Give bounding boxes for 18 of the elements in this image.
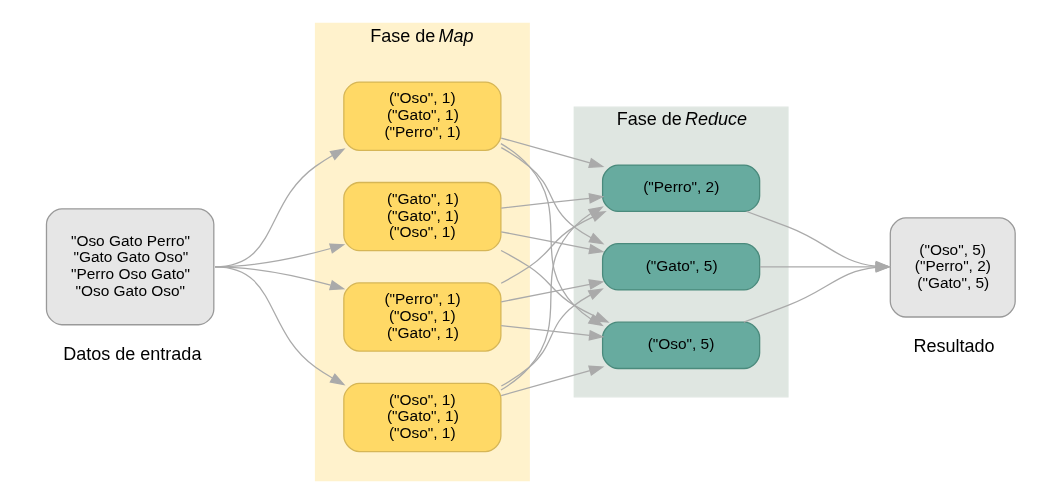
arrow [500, 137, 604, 169]
arrow [213, 266, 345, 386]
node-label: Resultado [912, 336, 995, 357]
arrow [500, 231, 604, 255]
node-box: ("Perro", 2) [601, 164, 760, 213]
node-box: ("Oso", 5) [601, 321, 760, 370]
arrow [500, 324, 604, 341]
arrow [500, 192, 604, 209]
node-label: Datos de entrada [62, 343, 201, 364]
arrow [500, 147, 604, 245]
node-box: ("Gato", 1) ("Gato", 1) ("Oso", 1) [342, 181, 502, 252]
node-box: ("Oso", 1) ("Gato", 1) ("Oso", 1) [342, 382, 502, 453]
arrow [499, 249, 610, 323]
node-box: ("Gato", 5) [601, 243, 760, 291]
node-box: ("Oso", 1) ("Gato", 1) ("Perro", 1) [342, 81, 502, 151]
arrow [500, 279, 604, 303]
arrow [500, 365, 604, 397]
node-box: ("Perro", 1) ("Oso", 1) ("Gato", 1) [342, 282, 502, 352]
